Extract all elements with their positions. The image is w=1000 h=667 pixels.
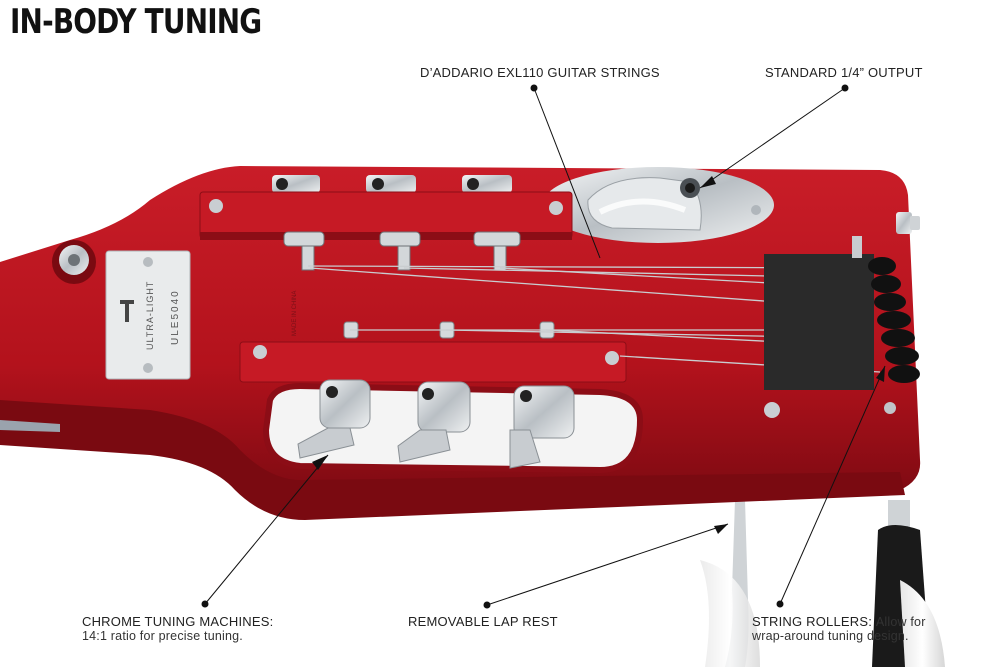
brand-plate: ULTRA-LIGHT ULE5040 [105, 250, 191, 380]
guitar-body [0, 166, 921, 520]
callout-machines-label: CHROME TUNING MACHINES: [82, 614, 274, 629]
callout-rollers-label: STRING ROLLERS: [752, 614, 873, 629]
callout-lap-rest-label: REMOVABLE LAP REST [408, 614, 558, 629]
callout-lap-rest: REMOVABLE LAP REST [408, 614, 558, 629]
callout-rollers-desc-b: wrap-around tuning design. [752, 629, 909, 643]
page-title: IN-BODY TUNING [10, 2, 262, 42]
plate-brand-text: ULTRA-LIGHT [145, 281, 155, 350]
callout-rollers-desc-a: Allow for [875, 615, 926, 629]
callout-strings: D’ADDARIO EXL110 GUITAR STRINGS [420, 65, 660, 80]
plate-model-text: ULE5040 [170, 289, 181, 345]
callout-output-label: STANDARD 1/4” OUTPUT [765, 65, 923, 80]
callout-output: STANDARD 1/4” OUTPUT [765, 65, 923, 80]
upper-tuner-bar [199, 175, 573, 271]
callout-machines: CHROME TUNING MACHINES: 14:1 ratio for p… [82, 614, 273, 643]
callout-rollers: STRING ROLLERS: Allow for wrap-around tu… [752, 614, 926, 643]
callout-strings-label: D’ADDARIO EXL110 GUITAR STRINGS [420, 65, 660, 80]
lap-rest [700, 500, 945, 667]
callout-lines [201, 84, 886, 609]
strap-button-right [896, 212, 920, 234]
chrome-tuning-machines [297, 379, 575, 469]
output-jack [542, 167, 774, 243]
made-in-stamp: MADE IN CHINA [292, 291, 298, 336]
string-rollers [764, 236, 920, 418]
strap-button-left [52, 240, 96, 284]
callout-machines-desc: 14:1 ratio for precise tuning. [82, 629, 243, 643]
